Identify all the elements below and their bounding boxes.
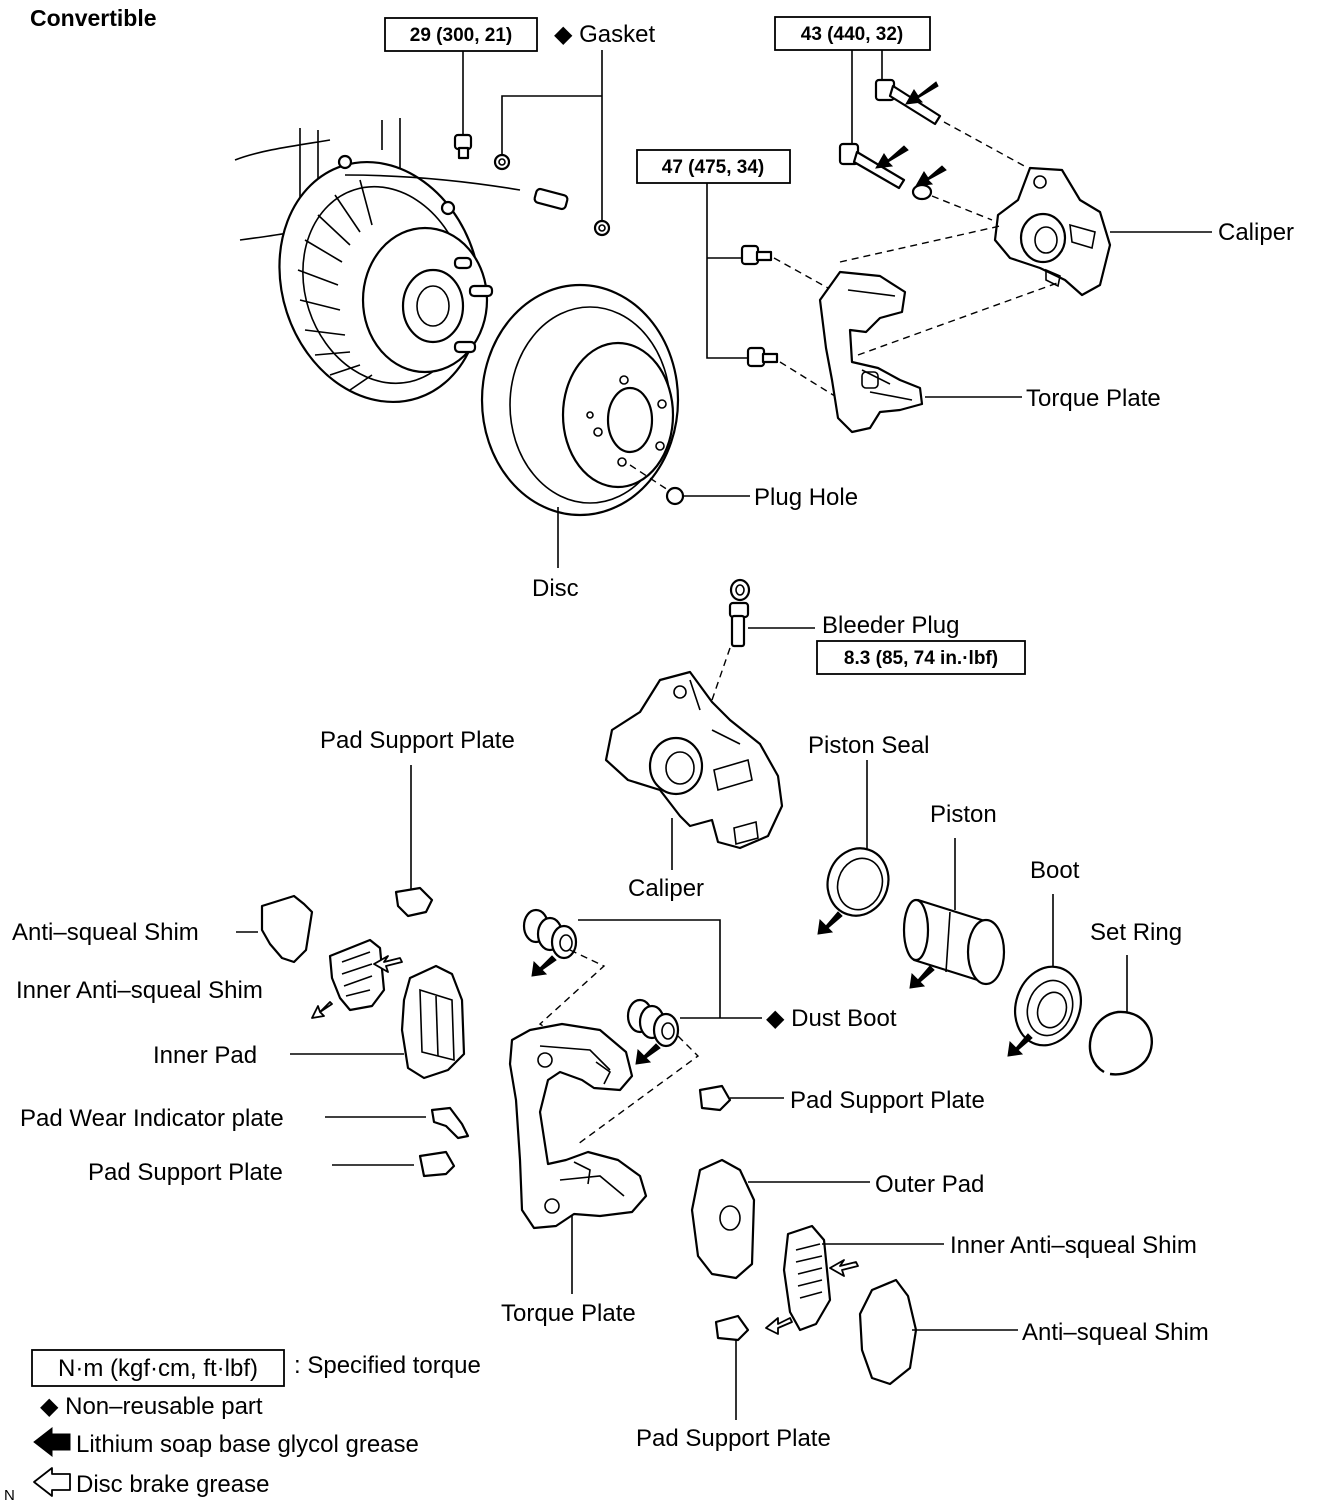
slide-pin-lower <box>838 142 906 190</box>
disc-brake-grease-arrow <box>765 1317 793 1335</box>
label-set-ring: Set Ring <box>1090 919 1182 946</box>
label-dust-boot: ◆ Dust Boot <box>766 1005 897 1032</box>
inner-pad <box>400 964 466 1080</box>
disc <box>480 283 680 517</box>
label-piston-seal: Piston Seal <box>808 732 929 759</box>
gasket-upper <box>493 153 511 171</box>
lithium-grease-arrow <box>817 911 843 935</box>
pad-wear-indicator-plate <box>430 1106 470 1140</box>
slide-pin-bushing <box>911 183 993 221</box>
legend-torque-unit: N·m (kgf·cm, ft·lbf) <box>58 1355 258 1382</box>
legend-lithium-icon <box>33 1426 71 1458</box>
legend-torque-box <box>31 1349 285 1387</box>
torque-value-4: 8.3 (85, 74 in.·lbf) <box>844 648 998 669</box>
label-pad-support-plate-3: Pad Support Plate <box>88 1159 283 1186</box>
boot <box>1014 965 1082 1047</box>
torque-box-3 <box>636 149 791 184</box>
legend-non-reusable: ◆ Non–reusable part <box>40 1393 263 1420</box>
piston <box>902 898 1006 986</box>
torque-box-4 <box>816 640 1026 675</box>
label-disc: Disc <box>532 575 579 602</box>
label-torque-plate-bottom: Torque Plate <box>501 1300 636 1327</box>
leader-dust-boot <box>578 919 762 1019</box>
bolt-47-lower <box>746 346 839 399</box>
backing-plate-hub <box>234 118 569 404</box>
label-caliper-mid: Caliper <box>628 875 704 902</box>
disc-brake-grease-arrow <box>373 955 403 973</box>
bleeder-plug-cap <box>729 578 751 602</box>
lithium-grease-arrow <box>905 81 939 105</box>
legend-disc-grease-icon <box>33 1467 71 1497</box>
corner-mark: N <box>4 1487 15 1502</box>
label-inner-anti-squeal-shim-left: Inner Anti–squeal Shim <box>16 977 263 1004</box>
lithium-grease-arrow <box>531 955 557 977</box>
label-inner-anti-squeal-shim-right: Inner Anti–squeal Shim <box>950 1232 1197 1259</box>
legend-torque-desc: : Specified torque <box>294 1352 481 1379</box>
bolt-47-upper <box>740 244 829 289</box>
label-bleeder-plug: Bleeder Plug <box>822 612 959 639</box>
label-torque-plate-top: Torque Plate <box>1026 385 1161 412</box>
lithium-grease-arrow <box>875 145 909 169</box>
inner-anti-squeal-shim-right <box>782 1224 832 1332</box>
torque-value-2: 43 (440, 32) <box>801 24 903 45</box>
disc-brake-grease-arrow <box>311 1001 333 1019</box>
lithium-grease-arrow <box>915 165 947 187</box>
label-boot: Boot <box>1030 857 1080 884</box>
anti-squeal-shim-right <box>858 1278 918 1386</box>
label-plug-hole: Plug Hole <box>754 484 858 511</box>
label-piston: Piston <box>930 801 997 828</box>
label-pad-support-plate-4: Pad Support Plate <box>636 1425 831 1452</box>
leader-bolt-47 <box>706 183 750 359</box>
lithium-grease-arrow <box>909 965 935 989</box>
label-anti-squeal-shim-right: Anti–squeal Shim <box>1022 1319 1209 1346</box>
dust-boot-lower <box>577 998 700 1145</box>
inner-anti-squeal-shim-left <box>328 938 386 1012</box>
torque-value-1: 29 (300, 21) <box>410 25 512 46</box>
torque-value-3: 47 (475, 34) <box>662 157 764 178</box>
leader-gasket <box>501 50 603 222</box>
piston-seal <box>826 847 890 917</box>
outer-pad <box>690 1158 756 1280</box>
torque-plate-upper <box>818 225 1061 434</box>
label-anti-squeal-shim-left: Anti–squeal Shim <box>12 919 199 946</box>
anti-squeal-shim-left <box>260 894 314 964</box>
pad-support-plate-4 <box>714 1314 750 1342</box>
gasket-lower <box>593 219 611 237</box>
pad-support-plate-3 <box>418 1150 456 1178</box>
torque-box-1 <box>384 17 538 52</box>
label-pad-support-plate-1: Pad Support Plate <box>320 727 515 754</box>
caliper-middle <box>604 670 784 850</box>
pad-support-plate-1 <box>394 886 434 918</box>
torque-box-2 <box>774 16 931 51</box>
dust-boot-upper <box>522 908 606 1047</box>
set-ring <box>1088 1010 1153 1076</box>
pad-support-plate-2 <box>698 1084 732 1112</box>
label-outer-pad: Outer Pad <box>875 1171 984 1198</box>
legend-disc-grease: Disc brake grease <box>76 1471 269 1498</box>
leader-bolt-43 <box>851 50 883 148</box>
diagram-title: Convertible <box>30 5 157 31</box>
label-pad-wear-indicator: Pad Wear Indicator plate <box>20 1105 284 1132</box>
caliper-upper <box>993 166 1112 297</box>
label-gasket: ◆ Gasket <box>554 21 655 48</box>
bleeder-plug-screw <box>711 601 750 701</box>
lithium-grease-arrow <box>635 1043 661 1065</box>
lithium-grease-arrow <box>1007 1033 1033 1057</box>
label-pad-support-plate-2: Pad Support Plate <box>790 1087 985 1114</box>
bolt-29 <box>453 133 473 160</box>
disc-brake-grease-arrow <box>829 1259 859 1277</box>
plug-hole-cap <box>629 464 685 506</box>
torque-plate-lower <box>508 1022 648 1230</box>
label-inner-pad: Inner Pad <box>153 1042 257 1069</box>
label-caliper-top: Caliper <box>1218 219 1294 246</box>
slide-pin-upper <box>874 78 1029 169</box>
legend-lithium: Lithium soap base glycol grease <box>76 1431 419 1458</box>
